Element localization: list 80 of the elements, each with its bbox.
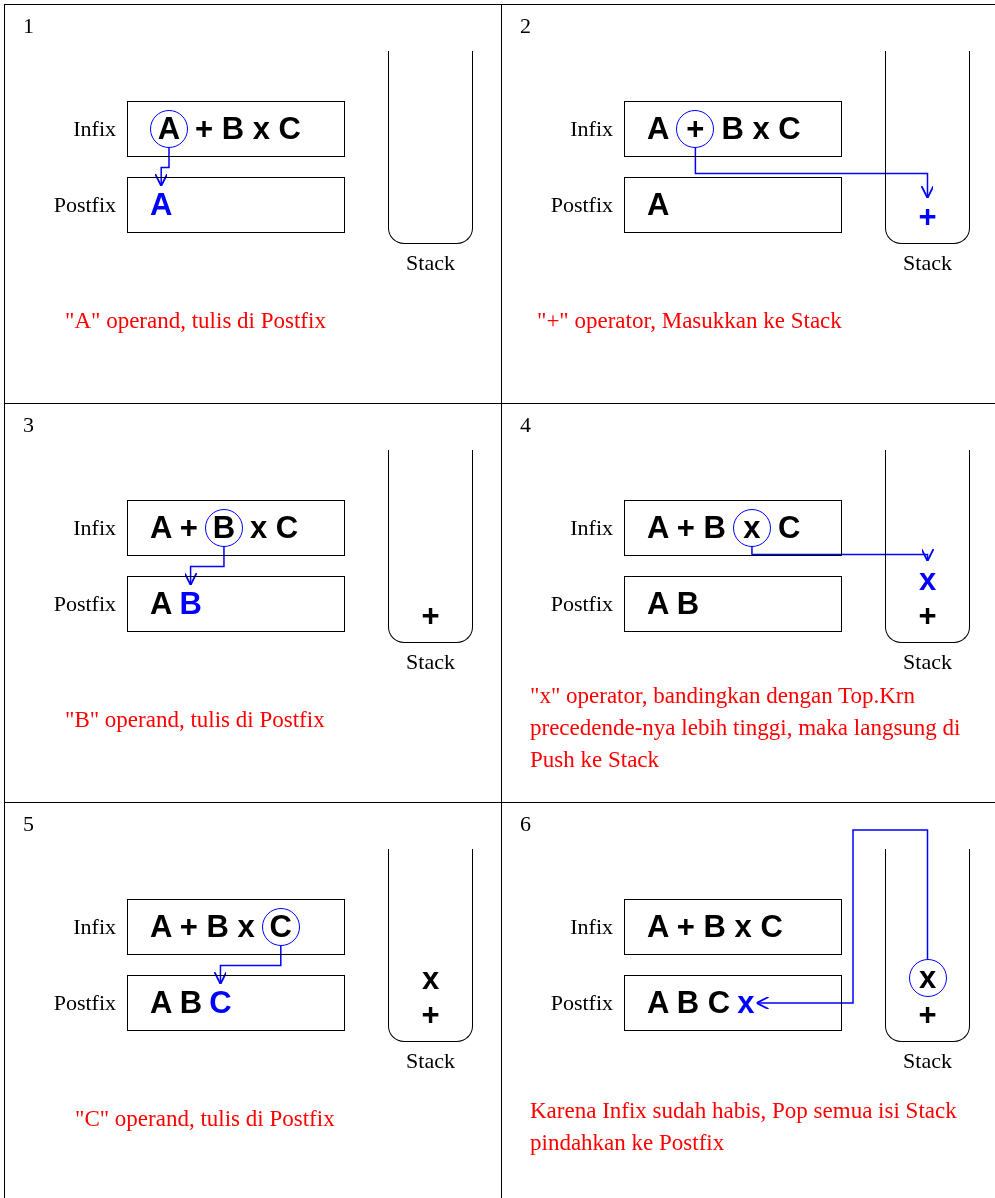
step-number: 6 bbox=[520, 811, 531, 837]
step-panel bbox=[4, 4, 502, 404]
step-number: 3 bbox=[23, 412, 34, 438]
infix-label: Infix bbox=[73, 116, 116, 142]
postfix-label: Postfix bbox=[550, 990, 613, 1016]
stack-item: + bbox=[421, 598, 440, 634]
moved-symbol: C bbox=[209, 985, 232, 1021]
postfix-expression: A B bbox=[647, 586, 700, 622]
infix-box bbox=[624, 101, 842, 157]
postfix-label: Postfix bbox=[550, 192, 613, 218]
stack-label: Stack bbox=[406, 250, 455, 276]
step-number: 2 bbox=[520, 13, 531, 39]
step-number: 5 bbox=[23, 811, 34, 837]
infix-label: Infix bbox=[570, 116, 613, 142]
step-description: "x" operator, bandingkan dengan Top.Krn precedende-nya lebih tinggi, maka langsung di Push ke Stack bbox=[530, 682, 962, 774]
arrow bbox=[751, 546, 935, 562]
infix-expression: A + bbox=[150, 510, 198, 546]
infix-label: Infix bbox=[570, 515, 613, 541]
step-description: "+" operator, Masukkan ke Stack bbox=[537, 307, 843, 335]
postfix-box bbox=[127, 576, 345, 632]
stack-container bbox=[388, 849, 473, 1042]
step-description: "A" operand, tulis di Postfix bbox=[65, 307, 327, 335]
postfix-expression: A bbox=[150, 586, 173, 622]
infix-expression: B x C bbox=[721, 111, 801, 147]
stack-label: Stack bbox=[406, 1048, 455, 1074]
stack-label: Stack bbox=[406, 649, 455, 675]
arrow bbox=[154, 147, 170, 187]
stack-item: + bbox=[918, 997, 937, 1033]
infix-box bbox=[127, 500, 345, 556]
moved-symbol: A bbox=[150, 187, 173, 223]
postfix-expression: A bbox=[647, 187, 670, 223]
stack-item: + bbox=[918, 598, 937, 634]
moved-symbol: B bbox=[179, 586, 202, 622]
infix-expression: + B x C bbox=[195, 111, 301, 147]
step-number: 4 bbox=[520, 412, 531, 438]
infix-label: Infix bbox=[73, 515, 116, 541]
postfix-expression: A B C bbox=[647, 985, 731, 1021]
step-description: Karena Infix sudah habis, Pop semua isi Stack pindahkan ke Postfix bbox=[530, 1097, 958, 1157]
stack-container bbox=[885, 849, 970, 1042]
infix-expression: C bbox=[777, 510, 801, 546]
infix-expression: x C bbox=[249, 510, 299, 546]
arrow bbox=[213, 945, 282, 985]
postfix-box bbox=[624, 177, 842, 233]
stack-container bbox=[388, 450, 473, 643]
postfix-box bbox=[624, 576, 842, 632]
infix-box bbox=[127, 899, 345, 955]
infix-box bbox=[127, 101, 345, 157]
stack-item: + bbox=[421, 997, 440, 1033]
stack-container bbox=[885, 51, 970, 244]
step-description: "C" operand, tulis di Postfix bbox=[75, 1105, 336, 1133]
postfix-box bbox=[127, 177, 345, 233]
infix-box bbox=[624, 899, 842, 955]
stack-label: Stack bbox=[903, 250, 952, 276]
step-number: 1 bbox=[23, 13, 34, 39]
infix-expression: A bbox=[647, 111, 670, 147]
arrow bbox=[694, 147, 935, 199]
infix-expression: A + B bbox=[647, 510, 726, 546]
stack-label: Stack bbox=[903, 649, 952, 675]
postfix-label: Postfix bbox=[550, 591, 613, 617]
stack-container bbox=[388, 51, 473, 244]
infix-expression: A + B x C bbox=[647, 909, 783, 945]
moved-symbol: x bbox=[737, 985, 755, 1021]
arrow bbox=[183, 546, 225, 586]
moved-symbol: + bbox=[918, 199, 937, 235]
postfix-expression: A B bbox=[150, 985, 203, 1021]
stack-container bbox=[885, 450, 970, 643]
postfix-box bbox=[127, 975, 345, 1031]
postfix-label: Postfix bbox=[53, 192, 116, 218]
step-description: "B" operand, tulis di Postfix bbox=[65, 706, 326, 734]
infix-label: Infix bbox=[73, 914, 116, 940]
postfix-label: Postfix bbox=[53, 990, 116, 1016]
infix-box bbox=[624, 500, 842, 556]
infix-expression: A + B x bbox=[150, 909, 255, 945]
infix-label: Infix bbox=[570, 914, 613, 940]
moved-symbol: x bbox=[918, 562, 937, 598]
stack-label: Stack bbox=[903, 1048, 952, 1074]
postfix-box bbox=[624, 975, 842, 1031]
stack-item: x bbox=[421, 961, 440, 997]
arrow bbox=[755, 829, 929, 1010]
postfix-label: Postfix bbox=[53, 591, 116, 617]
